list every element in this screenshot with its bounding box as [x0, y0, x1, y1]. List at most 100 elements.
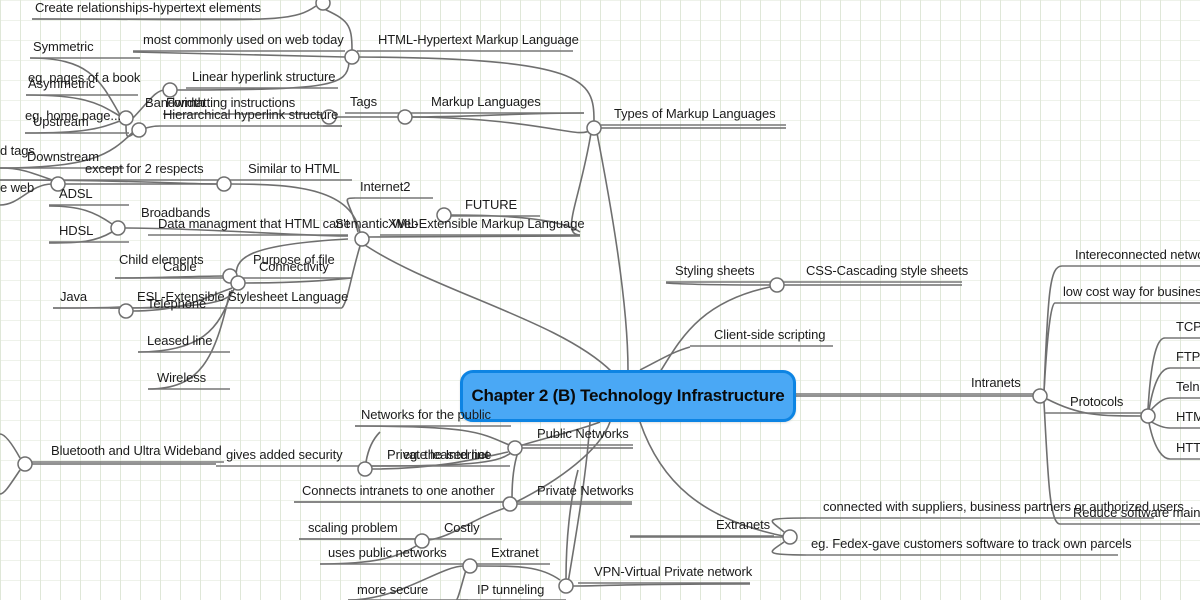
- branch-node-n-struct[interactable]: [118, 110, 134, 126]
- node-label-semantic-web[interactable]: Semantic Web: [335, 216, 419, 231]
- node-label-styling-sheets[interactable]: Styling sheets: [675, 263, 755, 278]
- node-label-tags[interactable]: Tags: [350, 94, 378, 109]
- connector-e-blue-2: [0, 469, 21, 495]
- node-label-low-cost-way[interactable]: low cost way for business: [1063, 284, 1200, 299]
- node-label-private-leased-line[interactable]: Private leased line: [387, 447, 492, 462]
- branch-node-n-cable[interactable]: [222, 268, 238, 284]
- node-label-extranets[interactable]: Extranets: [716, 517, 771, 532]
- branch-node-n-semantic[interactable]: [354, 231, 370, 247]
- node-label-most-commonly-used[interactable]: most commonly used on web today: [143, 32, 344, 47]
- node-label-cable[interactable]: Cable: [163, 259, 197, 274]
- node-label-except-for-2-respects[interactable]: except for 2 respects: [85, 161, 204, 176]
- branch-node-n-protocols[interactable]: [1140, 408, 1156, 424]
- node-label-scaling-problem[interactable]: scaling problem: [308, 520, 398, 535]
- node-label-private-networks[interactable]: Private Networks: [537, 483, 634, 498]
- node-label-leased-line[interactable]: Leased line: [147, 333, 213, 348]
- branch-node-n-bluetooth[interactable]: [17, 456, 33, 472]
- node-label-hdsl[interactable]: HDSL: [59, 223, 94, 238]
- node-label-markup-languages[interactable]: Markup Languages: [431, 94, 541, 109]
- node-label-gives-added-security[interactable]: gives added security: [226, 447, 343, 462]
- node-label-eg-pages-of-a-book[interactable]: eg. pages of a book: [28, 70, 141, 85]
- branch-node-n-vpn[interactable]: [558, 578, 574, 594]
- node-label-similar-to-html[interactable]: Similar to HTML: [248, 161, 340, 176]
- node-label-connects-intranets[interactable]: Connects intranets to one another: [302, 483, 495, 498]
- connector-e-extranet-node: [475, 565, 561, 581]
- branch-node-n-html[interactable]: [344, 49, 360, 65]
- node-label-reduce-software[interactable]: Reduce software mainte: [1073, 505, 1200, 520]
- branch-node-n-markup[interactable]: [586, 120, 602, 136]
- node-label-the-web[interactable]: e web: [0, 180, 35, 195]
- connector-e-ext-conn: [771, 517, 807, 533]
- node-label-html-protocol[interactable]: HTML: [1176, 409, 1200, 424]
- node-label-css-cascading[interactable]: CSS-Cascading style sheets: [806, 263, 969, 278]
- node-label-formatting-instructions[interactable]: Formatting instructions: [166, 95, 296, 110]
- node-label-tcp[interactable]: TCP: [1176, 319, 1200, 334]
- node-label-downstream[interactable]: Downstream: [27, 149, 99, 164]
- connector-e-proto-html: [1149, 420, 1171, 429]
- node-label-vpn[interactable]: VPN-Virtual Private network: [594, 564, 753, 579]
- node-label-purpose-of-file[interactable]: Purpose of file: [253, 252, 335, 267]
- node-label-more-secure[interactable]: more secure: [357, 582, 429, 597]
- connector-e-root-markup: [595, 127, 629, 371]
- root-node[interactable]: Chapter 2 (B) Technology Infrastructure: [460, 370, 796, 422]
- node-label-types-of-markup-languages[interactable]: Types of Markup Languages: [614, 106, 776, 121]
- connector-e-hdsl-1: [48, 205, 113, 225]
- branch-node-n-private[interactable]: [502, 496, 518, 512]
- node-label-symmetric[interactable]: Symmetric: [33, 39, 94, 54]
- node-label-linear-hyperlink-structure[interactable]: Linear hyperlink structure: [192, 69, 336, 84]
- branch-node-n-tags[interactable]: [397, 109, 413, 125]
- node-label-eg-fedex[interactable]: eg. Fedex-gave customers software to tra…: [811, 536, 1132, 551]
- branch-node-n-conn[interactable]: [230, 275, 246, 291]
- node-label-telnet[interactable]: Telnet: [1176, 379, 1200, 394]
- node-label-extranet[interactable]: Extranet: [491, 545, 539, 560]
- node-label-end-tags[interactable]: d tags: [0, 143, 35, 158]
- node-label-internet2[interactable]: Internet2: [360, 179, 411, 194]
- node-label-eg-the-internet[interactable]: eg. the Internet: [403, 447, 489, 462]
- branch-node-n-hypertext[interactable]: [315, 0, 331, 11]
- branch-node-n-hdsl[interactable]: [110, 220, 126, 236]
- connector-e-extranet-ip: [455, 569, 467, 600]
- branch-node-n-public[interactable]: [507, 440, 523, 456]
- branch-node-n-security[interactable]: [357, 461, 373, 477]
- node-label-connected-with-suppliers[interactable]: connected with suppliers, business partn…: [823, 499, 1184, 514]
- node-label-uses-public-networks[interactable]: uses public networks: [328, 545, 447, 560]
- node-label-costly[interactable]: Costly: [444, 520, 480, 535]
- node-label-ip-tunneling[interactable]: IP tunneling: [477, 582, 545, 597]
- node-label-intereconnected-network[interactable]: Intereconnected network: [1075, 247, 1200, 262]
- branch-node-n-similar[interactable]: [216, 176, 232, 192]
- node-label-public-networks[interactable]: Public Networks: [537, 426, 629, 441]
- node-label-create-relationships[interactable]: Create relationships-hypertext elements: [35, 0, 261, 15]
- node-label-telephone[interactable]: Telephone: [147, 296, 207, 311]
- branch-node-n-extranets[interactable]: [782, 529, 798, 545]
- node-label-connectivity[interactable]: Connectivity: [259, 259, 329, 274]
- node-label-intranets[interactable]: Intranets: [971, 375, 1021, 390]
- connector-e-public-netpub: [354, 425, 510, 446]
- node-label-future[interactable]: FUTURE: [465, 197, 518, 212]
- branch-node-n-extranet[interactable]: [462, 558, 478, 574]
- node-label-wireless[interactable]: Wireless: [157, 370, 207, 385]
- node-label-esl-extensible[interactable]: ESL-Extensible Stylesheet Language: [137, 289, 349, 304]
- node-label-ftp[interactable]: FTP: [1176, 349, 1200, 364]
- branch-node-n-intranets[interactable]: [1032, 388, 1048, 404]
- node-label-broadbands[interactable]: Broadbands: [141, 205, 211, 220]
- branch-node-n-styling[interactable]: [769, 277, 785, 293]
- connector-e-semantic-xml: [367, 235, 581, 238]
- node-label-eg-home-page[interactable]: eg. home page...: [25, 108, 121, 123]
- node-label-upstream[interactable]: Upstream: [33, 114, 89, 129]
- node-label-html-hypertext[interactable]: HTML-Hypertext Markup Language: [378, 32, 579, 47]
- node-label-asymmetric[interactable]: Asymmetric: [28, 76, 95, 91]
- node-label-bandwidth[interactable]: Bandwidth: [145, 95, 205, 110]
- node-label-data-management[interactable]: Data managment that HTML can't: [158, 216, 350, 231]
- branch-node-n-java[interactable]: [118, 303, 134, 319]
- node-label-bluetooth-uwb[interactable]: Bluetooth and Ultra Wideband: [51, 443, 222, 458]
- branch-node-n-struct2[interactable]: [131, 122, 147, 138]
- node-label-protocols[interactable]: Protocols: [1070, 394, 1124, 409]
- node-label-hierarchical-hyperlink-structure[interactable]: Hierarchical hyperlink structure: [163, 107, 339, 122]
- node-label-xml-extensible[interactable]: XML-Extensible Markup Language: [388, 216, 585, 231]
- node-label-java[interactable]: Java: [60, 289, 88, 304]
- node-label-adsl[interactable]: ADSL: [59, 186, 93, 201]
- node-label-child-elements[interactable]: Child elements: [119, 252, 204, 267]
- node-label-networks-for-the-public[interactable]: Networks for the public: [361, 407, 491, 422]
- node-label-client-side-scripting[interactable]: Client-side scripting: [714, 327, 826, 342]
